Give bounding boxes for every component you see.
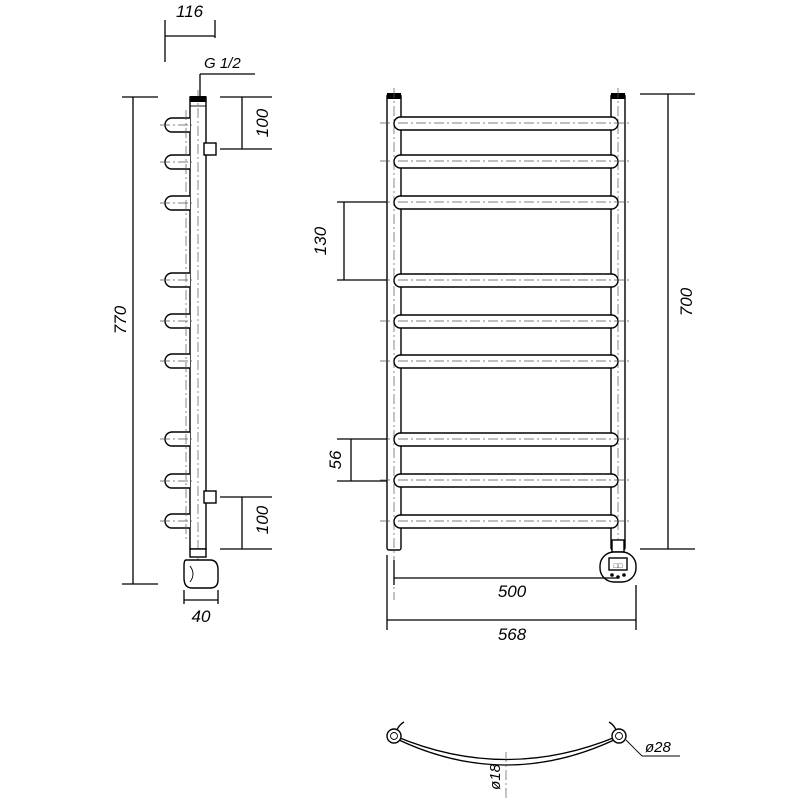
rung	[393, 354, 619, 369]
rung	[393, 273, 619, 288]
group-spacing-label: 130	[311, 226, 330, 255]
side-heater-element	[183, 548, 219, 589]
horizontal-center-distance-label: 500	[498, 582, 527, 601]
top-connection-boss	[203, 142, 217, 156]
left-rail-section	[386, 728, 402, 744]
heater-display	[608, 557, 628, 571]
rung	[393, 473, 619, 488]
heater-width-label: 40	[192, 607, 211, 626]
total-width-label: 568	[498, 625, 527, 644]
top-offset-label: 100	[253, 108, 272, 137]
rung-diameter-label: ø18	[487, 763, 504, 790]
depth-dimension-label: 116	[176, 2, 204, 21]
rail-diameter-label: ø28	[645, 739, 672, 756]
rung	[393, 514, 619, 529]
horizontal-rungs	[380, 116, 632, 529]
vertical-center-distance-label: 700	[677, 287, 696, 316]
rung	[393, 154, 619, 169]
heater-control-unit: □□	[599, 539, 637, 583]
heater-display-text: □□	[614, 563, 623, 570]
bottom-connection-boss	[203, 490, 217, 504]
front-view: 130 56 700 □□ 500 568	[311, 88, 696, 644]
rung	[393, 116, 619, 131]
side-view: 116 G 1/2 770	[111, 2, 272, 626]
top-view: ø28 ø18	[386, 721, 680, 800]
right-rail-section	[611, 728, 627, 744]
rung	[393, 195, 619, 210]
rung-pitch-label: 56	[326, 450, 345, 469]
thread-size-label: G 1/2	[204, 55, 241, 72]
total-height-label: 770	[111, 305, 130, 334]
rung	[393, 314, 619, 329]
bottom-offset-label: 100	[253, 505, 272, 534]
side-rung-ends	[160, 110, 192, 540]
rung	[393, 432, 619, 447]
